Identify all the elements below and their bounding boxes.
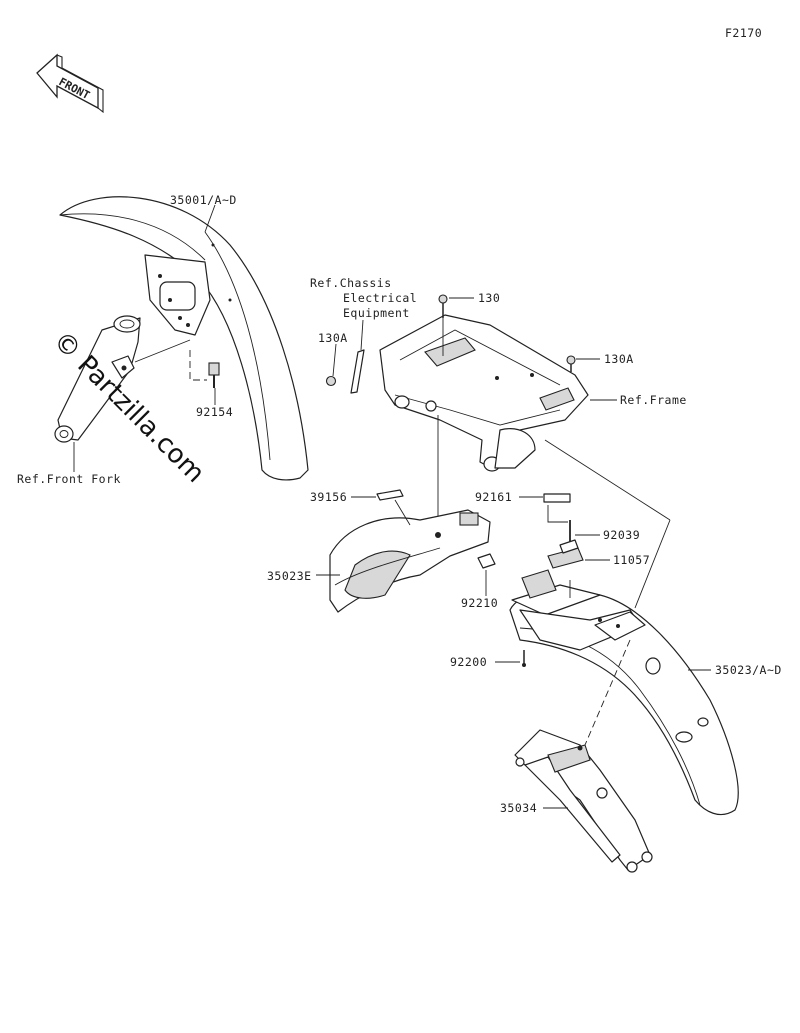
clip-92210	[477, 553, 496, 569]
label-92039: 92039	[603, 528, 640, 542]
label-92161: 92161	[475, 490, 512, 504]
label-35034: 35034	[500, 801, 537, 815]
label-ref-front-fork: Ref.Front Fork	[17, 472, 121, 486]
label-35023e: 35023E	[267, 569, 312, 583]
front-fork	[54, 315, 141, 443]
label-35001: 35001/A~D	[170, 193, 237, 207]
bolt-130	[438, 294, 448, 318]
pad-92161	[543, 493, 571, 503]
label-ref-frame: Ref.Frame	[620, 393, 687, 407]
nut-130a-right	[566, 355, 576, 372]
rear-bracket-35034	[514, 729, 653, 873]
front-arrow-icon: FRONT	[36, 53, 104, 114]
label-39156: 39156	[310, 490, 347, 504]
label-92154: 92154	[196, 405, 233, 419]
bracket-11057	[547, 539, 584, 569]
label-130a-left: 130A	[318, 331, 348, 345]
leader-lines-rear	[495, 496, 711, 746]
bolt-92154	[208, 362, 220, 388]
label-ref-chassis-3: Equipment	[343, 306, 410, 320]
chassis-stud	[350, 349, 365, 394]
front-fender-35001	[59, 196, 309, 481]
label-130: 130	[478, 291, 500, 305]
label-ref-chassis-1: Ref.Chassis	[310, 276, 392, 290]
leader-lines-inner-fender	[316, 496, 487, 596]
inner-fender-35023e	[329, 509, 491, 613]
leader-lines-frame	[332, 297, 671, 609]
rivet-92200	[522, 650, 526, 667]
label-ref-chassis-2: Electrical	[343, 291, 417, 305]
figure-code: F2170	[725, 26, 762, 40]
label-130a-right: 130A	[604, 352, 634, 366]
pad-39156	[376, 489, 404, 501]
leader-lines-front	[73, 204, 216, 472]
label-92210: 92210	[461, 596, 498, 610]
label-35023ad: 35023/A~D	[715, 663, 782, 677]
label-92200: 92200	[450, 655, 487, 669]
nut-130a-left	[325, 375, 337, 387]
label-11057: 11057	[613, 553, 650, 567]
rear-fender-35023	[509, 569, 739, 815]
rear-frame	[379, 314, 589, 472]
